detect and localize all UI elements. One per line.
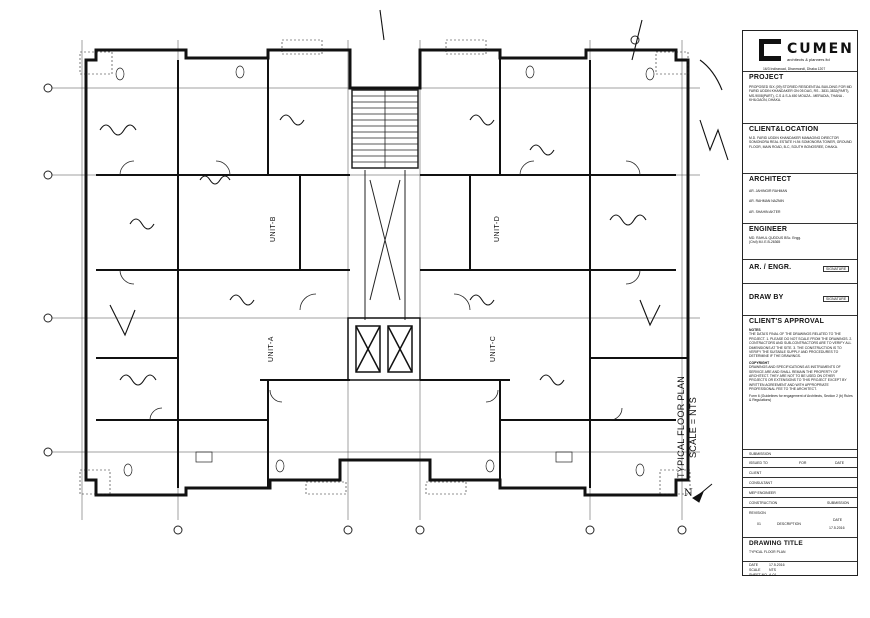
project-label: PROJECT xyxy=(749,74,784,81)
client-row-label: CLIENT xyxy=(749,471,762,475)
floor-plan xyxy=(43,9,729,535)
lift-core xyxy=(347,317,421,381)
construction-row-label: CONSTRUCTION xyxy=(749,501,778,505)
construction-row-status: SUBMISSION xyxy=(827,501,849,505)
revision-desc: DESCRIPTION xyxy=(777,522,801,526)
meta-scale-value: NTS xyxy=(769,568,776,572)
architect-label: ARCHITECT xyxy=(749,176,792,183)
drawing-caption: TYPICAL FLOOR PLAN xyxy=(676,375,686,478)
ar-engr-section: AR. / ENGR. SIGNATURE xyxy=(743,259,857,281)
hand-scribbles xyxy=(99,9,729,386)
corridor xyxy=(364,170,406,320)
draw-by-signature: SIGNATURE xyxy=(823,296,850,302)
unit-label-a: UNIT-A xyxy=(268,336,275,362)
consultant-row-label: CONSULTANT xyxy=(749,481,773,485)
engineer-text: MD. RAHUL QUDDUS BSc. Engg. (Civil) M.I.… xyxy=(749,236,802,245)
meta-scale-key: SCALE xyxy=(749,568,761,572)
client-label: CLIENT&LOCATION xyxy=(749,126,819,133)
drawing-title: TYPICAL FLOOR PLAN xyxy=(749,550,786,554)
project-text: PROPOSED SIX (09) STORIED RESIDENTIAL BU… xyxy=(749,85,852,103)
drawing-scale: SCALE = NTS xyxy=(688,396,698,458)
architect-section: ARCHITECT AR. JAHINGIR RAHMAN AR. RAHMAN… xyxy=(743,173,857,223)
doors xyxy=(119,160,641,421)
firm-address: 16/3 Indiraroad, Dhanmondi, Dhaka 1207 xyxy=(763,67,826,71)
unit-label-b: UNIT-B xyxy=(270,216,277,242)
balcony-rails xyxy=(79,39,691,495)
copyright-label: COPYRIGHT xyxy=(749,360,770,365)
consultant-row: CONSULTANT xyxy=(743,477,857,487)
revision-date-label: DATE xyxy=(833,518,843,522)
drawing-title-section: DRAWING TITLE TYPICAL FLOOR PLAN xyxy=(743,537,857,561)
issued-date-label: DATE xyxy=(835,461,845,465)
firm-logo: CUMEN architects & planners ltd xyxy=(753,37,853,67)
ar-engr-label: AR. / ENGR. xyxy=(749,264,792,271)
approval-label: CLIENT'S APPROVAL xyxy=(749,318,825,325)
revision-label: REVISION xyxy=(749,511,766,515)
north-label: N xyxy=(684,488,693,499)
ar-engr-signature: SIGNATURE xyxy=(823,266,850,272)
approval-section: CLIENT'S APPROVAL NOTES THE DATA'S FINAL… xyxy=(743,315,857,425)
interior-walls xyxy=(96,58,688,488)
meta-section: DATE 17.5.2016 SCALE NTS SHEET NO. A-01 xyxy=(743,561,857,577)
notes-label: NOTES xyxy=(749,328,761,332)
architect-3: AR. SHAHIN AKTER xyxy=(749,209,781,214)
north-arrow xyxy=(692,483,713,503)
revision-date: 17.5.2016 xyxy=(829,526,845,530)
submission-row: SUBMISSION xyxy=(743,449,857,457)
meta-date-key: DATE xyxy=(749,563,759,567)
revision-no: 01 xyxy=(757,522,761,526)
client-row: CLIENT xyxy=(743,467,857,477)
engineer-label: ENGINEER xyxy=(749,226,788,233)
architect-1: AR. JAHINGIR RAHMAN xyxy=(749,189,788,193)
unit-label-d: UNIT-D xyxy=(494,215,501,242)
meta-date-value: 17.5.2016 xyxy=(769,563,785,567)
client-text: M.D. FARID UDDIN KHANDAKER MANAGING DIRE… xyxy=(749,136,852,149)
notes-text: THE DATA'S FINAL OF THE DRAWINGS RELATED… xyxy=(749,332,853,359)
draw-by-section: DRAW BY SIGNATURE xyxy=(743,283,857,313)
exterior-walls xyxy=(84,48,690,497)
engineer-section: ENGINEER MD. RAHUL QUDDUS BSc. Engg. (Ci… xyxy=(743,223,857,257)
mep-row: MEP ENGINEER xyxy=(743,487,857,497)
unit-label-c: UNIT-C xyxy=(490,335,497,362)
copyright-text: DRAWINGS AND SPECIFICATIONS AS INSTRUMEN… xyxy=(749,365,847,392)
construction-row: CONSTRUCTION SUBMISSION xyxy=(743,497,857,507)
architect-2: AR. RAHMAN NAZNIN xyxy=(749,199,784,204)
revision-section: REVISION 01 DESCRIPTION DATE 17.5.2016 xyxy=(743,507,857,537)
meta-sheet-value: A-01 xyxy=(769,572,777,577)
title-block: CUMEN architects & planners ltd 16/3 Ind… xyxy=(742,30,858,577)
drawing-title-label: DRAWING TITLE xyxy=(749,540,803,547)
firm-name: CUMEN xyxy=(787,41,854,57)
meta-sheet-key: SHEET NO. xyxy=(749,572,768,577)
issued-to-row: ISSUED TO FOR DATE xyxy=(743,457,857,467)
issued-to-label: ISSUED TO xyxy=(749,461,768,465)
firm-subtitle: architects & planners ltd xyxy=(787,57,830,62)
rule-text: Form 6 (Guidelines for engagement of Arc… xyxy=(749,393,853,403)
draw-by-label: DRAW BY xyxy=(749,294,784,301)
firm-logo-mark xyxy=(759,39,781,61)
staircase xyxy=(351,89,419,169)
submission-label: SUBMISSION xyxy=(749,452,771,456)
project-section: PROJECT PROPOSED SIX (09) STORIED RESIDE… xyxy=(743,71,857,121)
toilet-fixtures xyxy=(115,65,655,477)
issued-for-label: FOR xyxy=(799,461,807,465)
mep-row-label: MEP ENGINEER xyxy=(749,491,776,495)
client-section: CLIENT&LOCATION M.D. FARID UDDIN KHANDAK… xyxy=(743,123,857,171)
